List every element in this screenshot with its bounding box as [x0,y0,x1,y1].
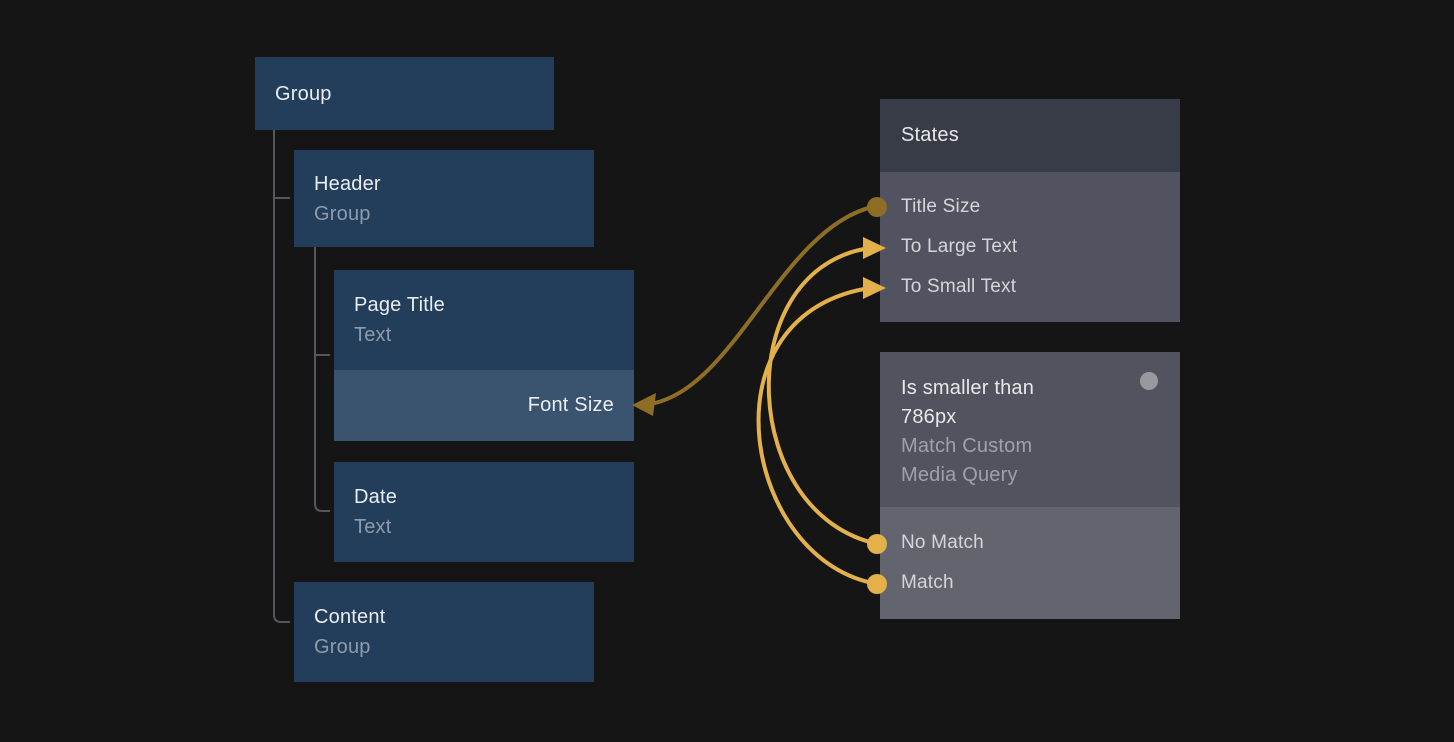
property-row-font-size[interactable]: Font Size [334,370,634,441]
media-query-title: Is smaller than 786px [901,377,1035,428]
arrowhead-to-font-size [632,393,656,416]
tree-lines [273,130,330,623]
tree-line-header-to-date [314,247,330,512]
states-panel[interactable]: States Title Size To Large Text To Small… [880,99,1180,322]
connector-match-to-small-text[interactable] [756,277,887,594]
layer-node-date[interactable]: Date Text [334,462,634,562]
layer-node-content[interactable]: Content Group [294,582,594,682]
query-item-match[interactable]: Match [901,572,954,593]
connector-dot-no-match[interactable] [867,534,887,554]
media-query-panel-body: No Match Match [880,507,1180,619]
states-panel-title: States [901,124,959,146]
property-label: Font Size [527,394,614,416]
state-item-to-small-text[interactable]: To Small Text [901,276,1017,297]
states-panel-body: Title Size To Large Text To Small Text [880,172,1180,322]
layer-node-group[interactable]: Group [255,57,554,130]
layer-type-label: Text [354,324,392,346]
media-query-panel-header: Is smaller than 786px Match Custom Media… [880,352,1180,507]
media-query-type-label: Match Custom Media Query [901,435,1033,486]
layer-title: Group [275,82,332,105]
layer-title: Content [314,606,386,628]
connector-dot-match[interactable] [867,574,887,594]
layer-type-label: Text [354,516,392,538]
layer-node-header[interactable]: Header Group [294,150,594,247]
state-item-to-large-text[interactable]: To Large Text [901,236,1018,257]
tree-line-group-to-content [273,130,290,623]
layer-type-label: Group [314,636,371,658]
arrowhead-to-large-text [863,237,886,259]
connector-port-dot[interactable] [1140,372,1158,390]
layer-title: Page Title [354,294,445,316]
arrowhead-to-small-text [863,277,886,299]
layer-title: Date [354,486,398,508]
connector-title-size-to-font-size[interactable] [632,197,887,416]
layer-title: Header [314,172,381,195]
states-panel-header: States [880,99,1180,172]
connector-dot-title-size[interactable] [867,197,887,217]
layer-node-page-title[interactable]: Page Title Text [334,270,634,370]
state-item-title-size[interactable]: Title Size [901,196,981,217]
media-query-panel[interactable]: Is smaller than 786px Match Custom Media… [880,352,1180,619]
layer-type-label: Group [314,202,371,225]
connector-no-match-to-large-text[interactable] [766,237,887,554]
query-item-no-match[interactable]: No Match [901,532,984,553]
